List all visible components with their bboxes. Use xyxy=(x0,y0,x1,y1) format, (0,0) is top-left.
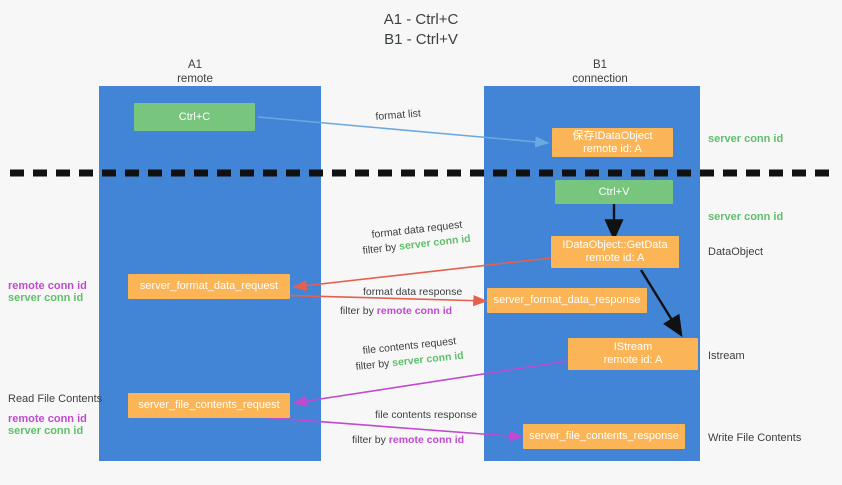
box-save-idataobject-line1: 保存IDataObject xyxy=(572,129,653,142)
edge-label-file-contents-response: file contents response xyxy=(375,409,478,421)
box-server-format-data-response[interactable]: server_format_data_response xyxy=(487,288,647,313)
box-istream-line1: IStream xyxy=(613,341,653,353)
right-label-server-conn-id-top: server conn id xyxy=(708,133,784,145)
filter-prefix: filter by xyxy=(362,240,400,257)
right-label-write-file-contents: Write File Contents xyxy=(708,432,802,444)
column-a1-name: A1 xyxy=(187,59,203,71)
filter-prefix: filter by xyxy=(340,305,377,317)
left-label-remote-conn-id-bottom: remote conn id xyxy=(8,413,87,425)
box-getdata-line2: remote id: A xyxy=(585,252,645,264)
title-line-2: B1 - Ctrl+V xyxy=(384,31,458,48)
left-label-read-file-contents: Read File Contents xyxy=(8,393,103,405)
box-ctrl-v-line1: Ctrl+V xyxy=(598,185,630,198)
box-save-idataobject-line2: remote id: A xyxy=(583,142,642,155)
column-a1-sub: remote xyxy=(177,73,213,85)
box-server-file-contents-request[interactable]: server_file_contents_request xyxy=(128,393,290,418)
right-label-istream: Istream xyxy=(708,350,745,362)
column-b1-sub: connection xyxy=(572,73,628,85)
box-ctrl-c[interactable]: Ctrl+C xyxy=(134,103,255,131)
box-server-format-data-response-label: server_format_data_response xyxy=(493,294,641,306)
box-istream[interactable]: IStream remote id: A xyxy=(568,338,698,370)
left-label-server-conn-id-bottom: server conn id xyxy=(8,425,84,437)
box-server-format-data-request[interactable]: server_format_data_request xyxy=(128,274,290,299)
edge-label-file-contents-response-filter: filter by remote conn id xyxy=(352,434,464,447)
box-getdata-line1: IDataObject::GetData xyxy=(562,239,668,251)
column-header-a1: A1 remote xyxy=(115,58,275,86)
title-line-1: A1 - Ctrl+C xyxy=(383,11,459,28)
column-header-b1: B1 connection xyxy=(520,58,680,86)
edge-label-format-list: format list xyxy=(375,107,422,123)
column-b1-name: B1 xyxy=(592,59,608,71)
box-server-file-contents-request-label: server_file_contents_request xyxy=(138,399,280,411)
box-istream-line2: remote id: A xyxy=(603,354,663,366)
edge-label-format-data-response: format data response xyxy=(363,286,463,298)
right-label-dataobject: DataObject xyxy=(708,246,764,258)
box-server-file-contents-response[interactable]: server_file_contents_response xyxy=(523,424,685,449)
box-ctrl-v[interactable]: Ctrl+V xyxy=(555,180,673,204)
box-server-format-data-request-label: server_format_data_request xyxy=(139,280,279,292)
box-save-idataobject[interactable]: 保存IDataObject remote id: A xyxy=(552,128,673,157)
box-server-file-contents-response-label: server_file_contents_response xyxy=(529,430,679,442)
filter-value-remote-conn-id: remote conn id xyxy=(388,434,465,446)
left-label-remote-conn-id-mid: remote conn id xyxy=(8,280,87,292)
filter-prefix: filter by xyxy=(355,357,393,373)
filter-prefix: filter by xyxy=(352,434,389,446)
edge-label-format-data-response-filter: filter by remote conn id xyxy=(340,305,452,318)
right-label-server-conn-id-mid: server conn id xyxy=(708,211,784,223)
left-label-server-conn-id-mid: server conn id xyxy=(8,292,84,304)
page-title: A1 - Ctrl+C B1 - Ctrl+V xyxy=(0,10,842,50)
filter-value-remote-conn-id: remote conn id xyxy=(376,305,453,317)
box-ctrl-c-line1: Ctrl+C xyxy=(178,110,211,123)
box-getdata[interactable]: IDataObject::GetData remote id: A xyxy=(551,236,679,268)
